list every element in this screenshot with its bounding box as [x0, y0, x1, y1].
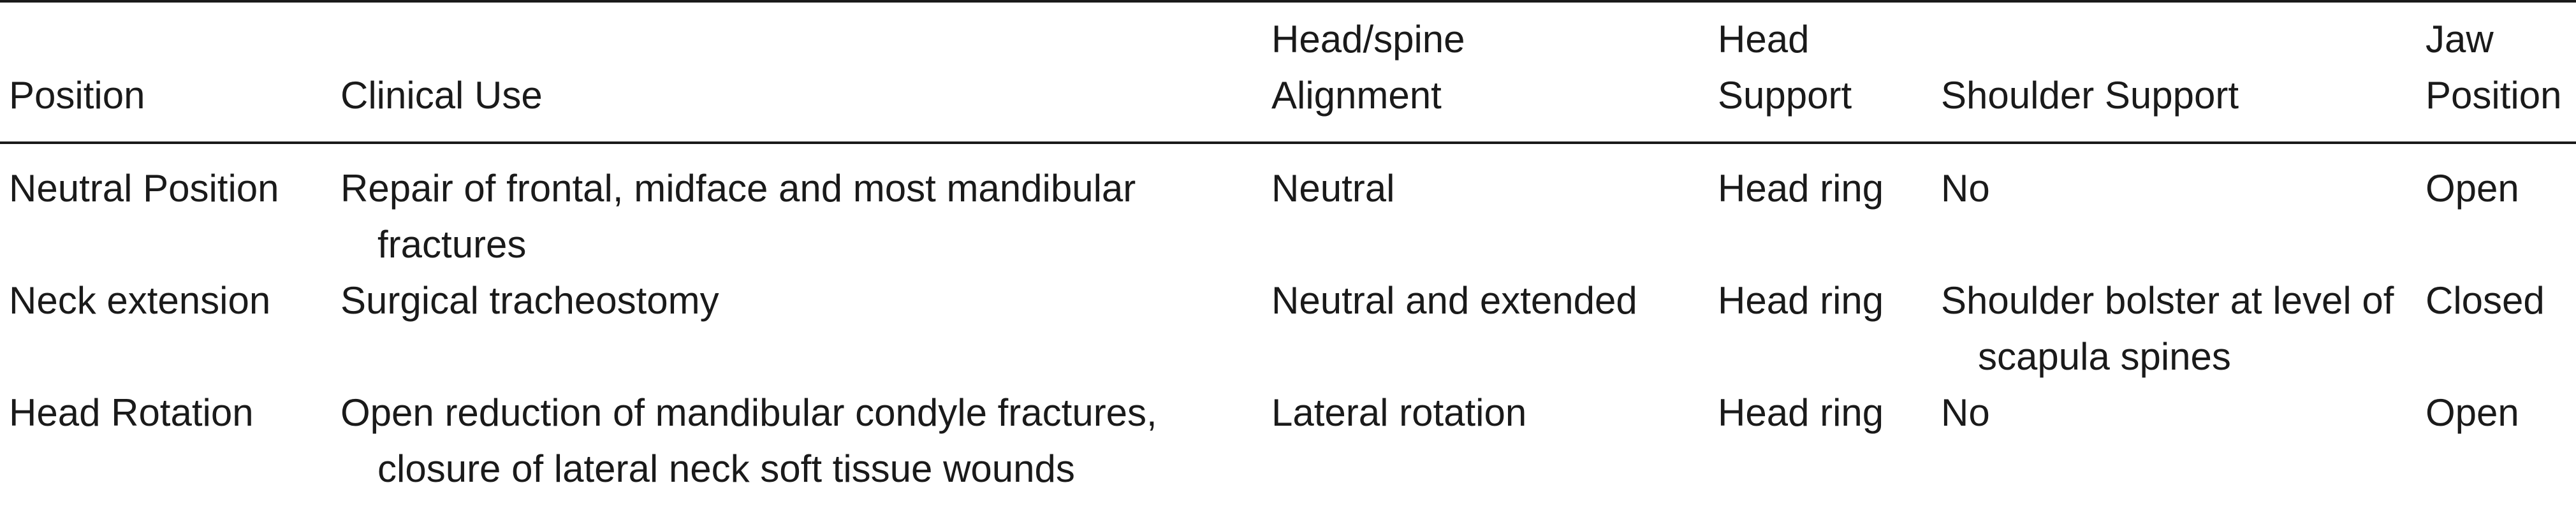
- cell-shoulder-support: No: [1941, 391, 1990, 434]
- cell-alignment: Neutral: [1271, 167, 1395, 210]
- header-head-support-label-line2: Support: [1718, 74, 1852, 117]
- header-alignment-label-line1: Head/spine: [1271, 18, 1465, 61]
- header-clinical-use: Clinical Use: [332, 1, 1262, 143]
- table-body: Neutral Position Repair of frontal, midf…: [0, 143, 2576, 497]
- header-jaw-position-label-line2: Position: [2426, 74, 2562, 117]
- cell-shoulder-support: Shoulder bolster at level of scapula spi…: [1941, 279, 2394, 378]
- header-position: Position: [0, 1, 332, 143]
- cell-head-support: Head ring: [1718, 391, 1884, 434]
- cell-head-support: Head ring: [1718, 167, 1884, 210]
- cell-alignment: Lateral rotation: [1271, 391, 1527, 434]
- cell-position: Head Rotation: [9, 391, 254, 434]
- table-row: Neck extension Surgical tracheostomy Neu…: [0, 273, 2576, 385]
- header-position-label: Position: [9, 74, 145, 117]
- cell-shoulder-support: No: [1941, 167, 1990, 210]
- header-alignment: Head/spine Alignment: [1262, 1, 1709, 143]
- cell-position: Neck extension: [9, 279, 271, 322]
- cell-clinical-use: Open reduction of mandibular condyle fra…: [340, 391, 1157, 490]
- cell-clinical-use: Surgical tracheostomy: [340, 279, 719, 322]
- cell-head-support: Head ring: [1718, 279, 1884, 322]
- table-row: Head Rotation Open reduction of mandibul…: [0, 385, 2576, 497]
- table-header: Position Clinical Use Head/spine Alignme…: [0, 1, 2576, 143]
- header-jaw-position-label-line1: Jaw: [2426, 18, 2494, 61]
- cell-clinical-use: Repair of frontal, midface and most mand…: [340, 167, 1136, 266]
- header-clinical-use-label: Clinical Use: [340, 74, 543, 117]
- header-head-support: Head Support: [1709, 1, 1932, 143]
- header-shoulder-support-label: Shoulder Support: [1941, 74, 2239, 117]
- cell-alignment: Neutral and extended: [1271, 279, 1637, 322]
- header-alignment-label-line2: Alignment: [1271, 74, 1442, 117]
- header-shoulder-support: Shoulder Support: [1932, 1, 2417, 143]
- cell-position: Neutral Position: [9, 167, 279, 210]
- header-jaw-position: Jaw Position: [2417, 1, 2576, 143]
- table-row: Neutral Position Repair of frontal, midf…: [0, 143, 2576, 273]
- header-row: Position Clinical Use Head/spine Alignme…: [0, 1, 2576, 143]
- cell-jaw-position: Open: [2426, 391, 2519, 434]
- cell-jaw-position: Open: [2426, 167, 2519, 210]
- header-head-support-label-line1: Head: [1718, 18, 1810, 61]
- cell-jaw-position: Closed: [2426, 279, 2545, 322]
